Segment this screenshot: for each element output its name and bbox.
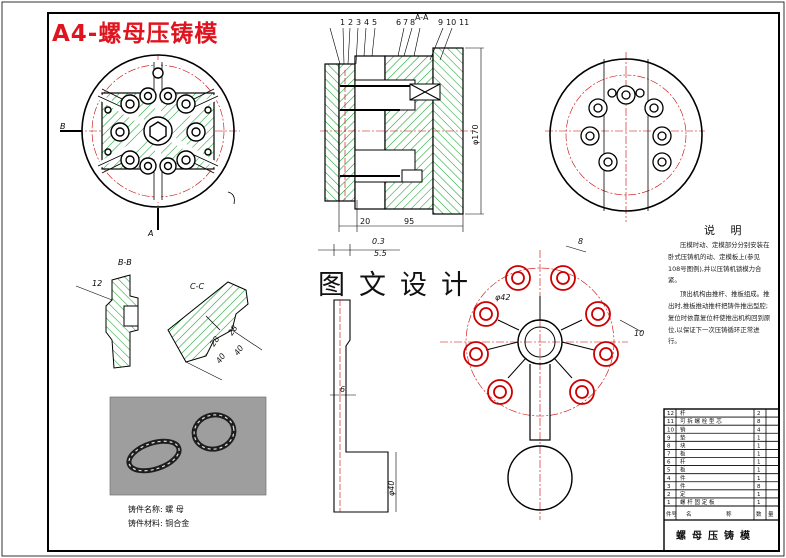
section-view-cc bbox=[167, 281, 263, 381]
parts-row-4-col-2: 1 bbox=[757, 476, 761, 482]
parts-header-0: 件号 bbox=[666, 510, 678, 518]
title-block bbox=[663, 408, 780, 552]
casting-material-value: 铜合金 bbox=[165, 519, 190, 528]
parts-row-6-col-1: 杆 bbox=[680, 458, 686, 466]
parts-row-4-col-1: 件 bbox=[680, 474, 686, 482]
notes-heading: 说 明 bbox=[704, 224, 748, 237]
dim-phi40: φ40 bbox=[387, 481, 396, 496]
dim-40c: 40 bbox=[232, 344, 245, 358]
parts-row-3-col-0: 3 bbox=[667, 484, 671, 490]
parts-row-2-col-2: 1 bbox=[757, 492, 761, 498]
dim-8: 8 bbox=[578, 237, 583, 246]
parts-row-5-col-2: 1 bbox=[757, 468, 761, 474]
leader-num-5: 5 bbox=[372, 18, 377, 27]
section-view-aa bbox=[320, 27, 484, 232]
title-block-name: 螺母压铸模 bbox=[676, 531, 756, 542]
parts-row-5-col-0: 5 bbox=[667, 468, 671, 474]
parts-row-2-col-1: 定 bbox=[680, 490, 686, 498]
leader-num-7: 7 bbox=[403, 18, 408, 27]
parts-row-10-col-1: 销 bbox=[680, 425, 686, 433]
leader-num-11: 11 bbox=[459, 18, 469, 27]
leader-num-9: 9 bbox=[438, 18, 443, 27]
inner-border bbox=[47, 12, 780, 552]
parts-row-2-col-0: 2 bbox=[667, 492, 671, 498]
parts-row-11-col-1: 可 拆 螺 栓 型 芯 bbox=[680, 417, 722, 425]
dim-phi42: φ42 bbox=[495, 293, 510, 302]
section-label-cc: C-C bbox=[190, 282, 204, 291]
parts-row-11-col-2: 8 bbox=[757, 419, 761, 425]
parts-row-7-col-0: 7 bbox=[667, 452, 671, 458]
dim-phi170: φ170 bbox=[471, 124, 480, 145]
parts-row-3-col-1: 件 bbox=[680, 482, 686, 490]
notes-body: 压模时动、定模部分分别安装在卧式压铸机的动、定模板上(参见108号图例),并以压… bbox=[668, 240, 772, 350]
leader-num-3: 3 bbox=[356, 18, 361, 27]
section-label-aa: A-A bbox=[415, 13, 429, 22]
parts-header-4: 量 bbox=[768, 511, 774, 518]
parts-row-10-col-2: 4 bbox=[757, 427, 761, 433]
parts-header-3: 数 bbox=[756, 510, 762, 518]
section-view-bb bbox=[75, 274, 139, 369]
front-view-left bbox=[60, 54, 240, 230]
dim-10: 10 bbox=[634, 329, 644, 338]
parts-row-3-col-2: 8 bbox=[757, 484, 761, 490]
casting-material-label: 铸件材料: bbox=[128, 519, 163, 528]
photo-caption: 铸件名称: 螺 母 铸件材料: 铜合金 bbox=[128, 503, 189, 531]
core-pin-view bbox=[318, 244, 400, 513]
parts-row-8-col-0: 8 bbox=[667, 443, 671, 449]
parts-row-12-col-0: 12 bbox=[667, 411, 674, 417]
notes-paragraph-2: 顶出机构由推杆、推板组成。推出时,推板推动推杆把铸件推出型腔;复位时依靠复位杆使… bbox=[668, 290, 771, 346]
notes-paragraph-1: 压模时动、定模部分分别安装在卧式压铸机的动、定模板上(参见108号图例),并以压… bbox=[668, 241, 770, 285]
section-mark-b: B bbox=[60, 122, 66, 131]
parts-row-1-col-2: 1 bbox=[757, 500, 761, 506]
parts-row-9-col-0: 9 bbox=[667, 435, 671, 441]
dim-40b: 40 bbox=[214, 352, 227, 366]
leader-num-2: 2 bbox=[348, 18, 353, 27]
parts-row-7-col-1: 板 bbox=[680, 450, 686, 458]
dim-5-5: 5.5 bbox=[374, 249, 387, 258]
parts-row-1-col-1: 螺 杆 固 定 板 bbox=[680, 498, 715, 506]
dim-20: 20 bbox=[360, 217, 370, 226]
parts-row-8-col-2: 1 bbox=[757, 443, 761, 449]
runner-view bbox=[440, 245, 643, 520]
watermark: 图文设计 bbox=[318, 270, 482, 301]
dim-95: 95 bbox=[404, 217, 414, 226]
parts-row-9-col-2: 1 bbox=[757, 435, 761, 441]
dim-6: 6 bbox=[340, 385, 345, 394]
parts-row-4-col-0: 4 bbox=[667, 476, 671, 482]
section-mark-a: A bbox=[147, 229, 153, 238]
dim-0-3: 0.3 bbox=[372, 237, 385, 246]
casting-name-label: 铸件名称: bbox=[128, 505, 163, 514]
parts-row-7-col-2: 1 bbox=[757, 452, 761, 458]
parts-row-1-col-0: 1 bbox=[667, 500, 671, 506]
section-label-bb: B-B bbox=[118, 258, 132, 267]
front-view-right bbox=[545, 52, 705, 222]
leader-num-6: 6 bbox=[396, 18, 401, 27]
dim-12: 12 bbox=[92, 279, 102, 288]
leader-num-10: 10 bbox=[446, 18, 456, 27]
parts-row-5-col-1: 板 bbox=[680, 466, 686, 474]
parts-row-8-col-1: 块 bbox=[680, 441, 686, 449]
parts-row-12-col-2: 2 bbox=[757, 411, 761, 417]
parts-header-1: 名 bbox=[686, 510, 692, 518]
parts-row-6-col-0: 6 bbox=[667, 460, 671, 466]
parts-row-9-col-1: 垫 bbox=[680, 433, 686, 441]
parts-row-6-col-2: 1 bbox=[757, 460, 761, 466]
leader-num-4: 4 bbox=[364, 18, 369, 27]
leader-num-1: 1 bbox=[340, 18, 345, 27]
drawing-title: A4-螺母压铸模 bbox=[52, 21, 219, 47]
casting-name-value: 螺 母 bbox=[165, 505, 184, 514]
parts-header-2: 称 bbox=[726, 510, 732, 518]
parts-row-10-col-0: 10 bbox=[667, 427, 674, 433]
parts-row-11-col-0: 11 bbox=[667, 419, 674, 425]
parts-row-12-col-1: 杆 bbox=[680, 409, 686, 417]
casting-photo bbox=[109, 396, 267, 496]
leader-num-8: 8 bbox=[410, 18, 415, 27]
